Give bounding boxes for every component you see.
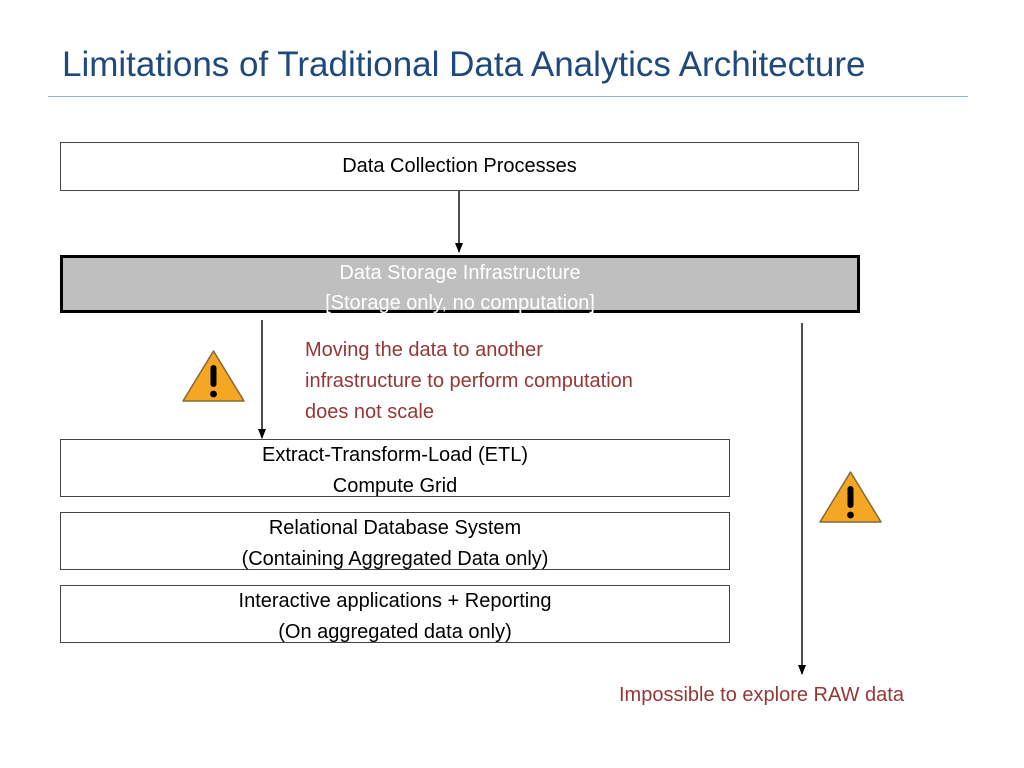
data-storage-label: Data Storage Infrastructure (339, 262, 581, 284)
etl-box: Extract-Transform-Load (ETL) Compute Gri… (60, 439, 730, 497)
warning-icon (182, 350, 245, 402)
title-underline (48, 96, 968, 97)
warning-exclamation-dot (847, 511, 854, 519)
warning-exclamation-bar (210, 365, 217, 387)
interactive-apps-sublabel: (On aggregated data only) (278, 621, 512, 643)
data-storage-sublabel: [Storage only, no computation] (325, 292, 595, 314)
raw-data-note: Impossible to explore RAW data (619, 684, 904, 706)
scale-warning-line-2: infrastructure to perform computation (305, 370, 633, 392)
warning-exclamation-dot (210, 390, 217, 398)
interactive-apps-label: Interactive applications + Reporting (238, 590, 552, 612)
rdbms-label: Relational Database System (268, 517, 522, 539)
rdbms-box: Relational Database System (Containing A… (60, 512, 730, 570)
scale-warning-note: Moving the data to another infrastructur… (305, 335, 633, 428)
slide-title: Limitations of Traditional Data Analytic… (62, 45, 866, 84)
scale-warning-line-3: does not scale (305, 401, 434, 423)
warning-icon (819, 471, 882, 523)
etl-sublabel: Compute Grid (332, 475, 458, 497)
data-collection-label: Data Collection Processes (342, 155, 577, 177)
data-collection-box: Data Collection Processes (60, 142, 859, 191)
rdbms-sublabel: (Containing Aggregated Data only) (241, 548, 549, 570)
warning-exclamation-bar (847, 486, 854, 508)
scale-warning-line-1: Moving the data to another (305, 339, 543, 361)
data-storage-box: Data Storage Infrastructure [Storage onl… (60, 255, 860, 314)
interactive-apps-box: Interactive applications + Reporting (On… (60, 585, 730, 643)
etl-label: Extract-Transform-Load (ETL) (262, 444, 528, 466)
